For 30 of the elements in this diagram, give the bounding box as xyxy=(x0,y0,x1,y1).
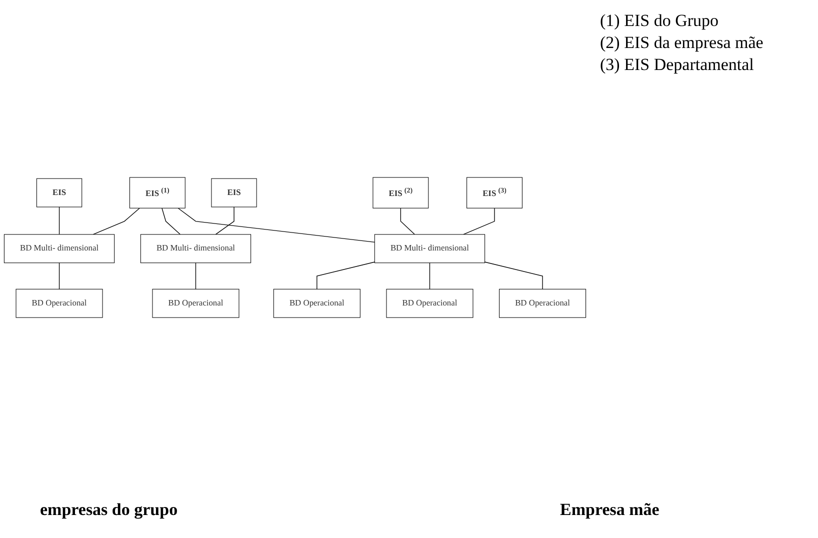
connector xyxy=(400,208,415,235)
connector xyxy=(92,208,140,235)
connector xyxy=(316,262,375,290)
node-box: BD Multi- dimensional xyxy=(4,234,115,264)
connector xyxy=(162,208,181,235)
connector xyxy=(178,208,375,243)
group-caption: empresas do grupo xyxy=(40,500,178,520)
connector xyxy=(484,262,543,290)
node-box: BD Operacional xyxy=(152,288,240,318)
node-box: BD Operacional xyxy=(386,288,474,318)
node-box: BD Multi- dimensional xyxy=(374,234,486,264)
connector xyxy=(429,262,430,290)
note-text: (1) EIS do Grupo xyxy=(600,10,719,32)
connector xyxy=(215,206,234,235)
node-box: EIS $^{(1)}$ xyxy=(129,177,186,208)
note-text: (3) EIS Departamental xyxy=(600,54,754,76)
node-box: BD Operacional xyxy=(273,288,360,318)
connector xyxy=(58,262,60,290)
node-box: EIS $^{(3)}$ xyxy=(466,177,522,208)
node-box: BD Operacional xyxy=(499,288,586,318)
node-box: EIS xyxy=(211,178,257,208)
group-caption: Empresa mãe xyxy=(560,500,660,520)
connector xyxy=(463,208,495,235)
node-box: BD Operacional xyxy=(16,288,103,318)
node-box: BD Multi- dimensional xyxy=(140,234,252,264)
node-box: EIS xyxy=(36,178,82,208)
note-text: (2) EIS da empresa mãe xyxy=(600,32,764,54)
connector xyxy=(195,262,196,290)
connector xyxy=(58,206,60,235)
node-box: EIS $^{(2)}$ xyxy=(372,177,429,208)
